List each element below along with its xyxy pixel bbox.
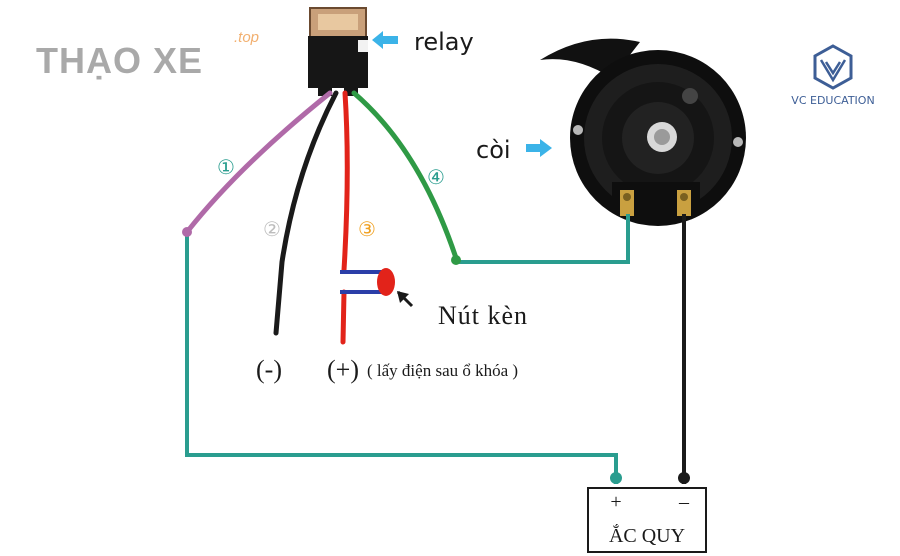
negative-label: (-) bbox=[256, 355, 282, 384]
wire-3-red-top bbox=[341, 90, 350, 273]
logo-text: VC EDUCATION bbox=[791, 94, 874, 107]
wire-4-number: ④ bbox=[427, 165, 445, 189]
wire-3-number: ③ bbox=[358, 217, 376, 241]
wire-teal-to-battery bbox=[185, 232, 618, 484]
horn-arrow-icon bbox=[526, 139, 552, 157]
watermark-brand: THẠO XE bbox=[36, 40, 203, 81]
vc-education-logo: VC EDUCATION bbox=[791, 44, 875, 107]
battery-minus: – bbox=[678, 491, 690, 513]
positive-note: ( lấy điện sau ổ khóa ) bbox=[367, 361, 518, 380]
wire-1-number: ① bbox=[217, 155, 235, 179]
wire-2-number: ② bbox=[263, 217, 281, 241]
wire-3-red-bottom bbox=[340, 289, 347, 345]
wire-2-black bbox=[273, 90, 339, 336]
positive-label: (+) bbox=[327, 355, 359, 384]
button-label: Nút kèn bbox=[438, 301, 528, 330]
wire-4-green bbox=[351, 90, 459, 261]
relay-arrow-icon bbox=[372, 31, 398, 49]
battery-label: ẮC QUY bbox=[609, 523, 685, 547]
horn-component bbox=[540, 38, 746, 226]
logo-shield-icon bbox=[813, 44, 853, 90]
battery-plus: + bbox=[610, 491, 621, 513]
watermark-suffix: .top bbox=[234, 29, 259, 46]
battery-component bbox=[587, 487, 707, 553]
wire-green-to-horn bbox=[454, 214, 630, 264]
horn-button-contacts bbox=[340, 268, 395, 296]
wire-1-pink bbox=[184, 90, 333, 235]
horn-label: còi bbox=[476, 136, 511, 164]
relay-label: relay bbox=[414, 28, 474, 56]
relay-component bbox=[308, 7, 368, 96]
